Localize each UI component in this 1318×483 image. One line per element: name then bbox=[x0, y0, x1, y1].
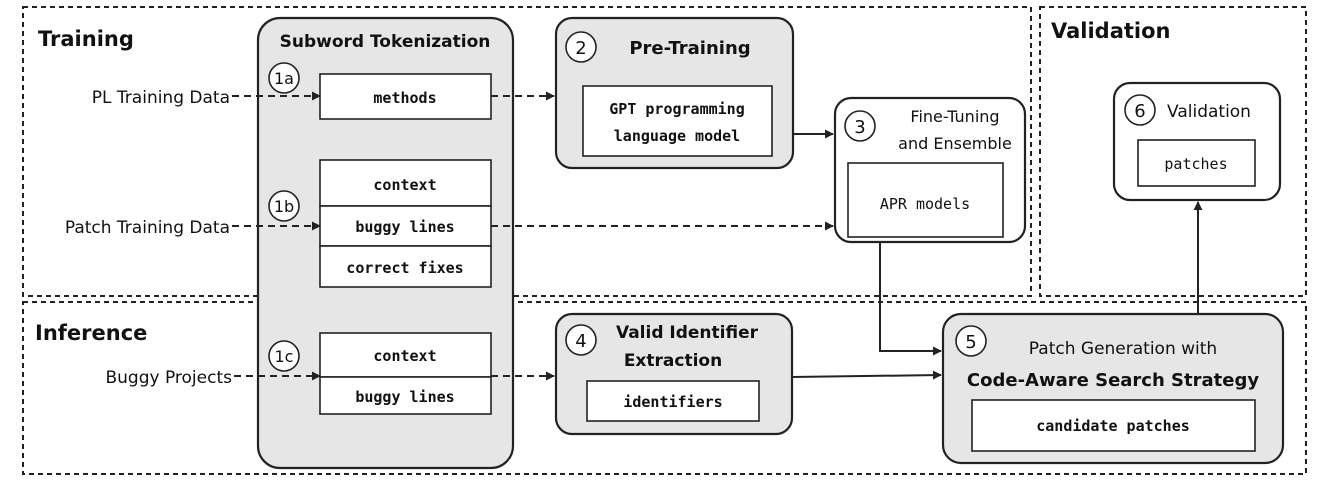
generation-title-line2: Code-Aware Search Strategy bbox=[967, 370, 1259, 391]
patches-box bbox=[1137, 139, 1256, 187]
pretraining-title: Pre-Training bbox=[629, 38, 750, 59]
step-3-circle bbox=[844, 110, 876, 142]
validation-section-frame bbox=[1039, 6, 1307, 297]
step-2-label: 2 bbox=[575, 38, 586, 59]
inference-section-frame bbox=[22, 301, 1307, 475]
inference-buggy-lines-box bbox=[319, 376, 492, 415]
context-box bbox=[319, 159, 492, 207]
validation-step-title: Validation bbox=[1167, 102, 1251, 122]
methods-box bbox=[319, 73, 492, 120]
step-5-label: 5 bbox=[965, 332, 976, 353]
identifiers-box bbox=[586, 380, 760, 422]
apr-models-box bbox=[847, 162, 1004, 238]
inference-buggy-lines-text: buggy lines bbox=[355, 388, 454, 406]
step-1b-circle bbox=[268, 190, 300, 222]
step-6-label: 6 bbox=[1134, 101, 1145, 122]
finetuning-title-line1: Fine-Tuning bbox=[910, 107, 999, 126]
methods-text: methods bbox=[373, 89, 436, 107]
patch-training-data-label: Patch Training Data bbox=[65, 218, 230, 238]
step-4-label: 4 bbox=[575, 331, 586, 352]
generation-title-line1: Patch Generation with bbox=[1029, 339, 1217, 359]
candidate-patches-box bbox=[971, 399, 1256, 452]
step-1b-label: 1b bbox=[274, 197, 294, 216]
pl-training-data-label: PL Training Data bbox=[92, 88, 230, 108]
step-1c-circle bbox=[268, 340, 300, 372]
connector-finetuning-to-generation bbox=[879, 242, 942, 356]
identifier-title-line1: Valid Identifier bbox=[616, 323, 759, 343]
connector-identifiers-to-generation bbox=[791, 370, 942, 380]
training-label: Training bbox=[38, 27, 134, 51]
step-1c-label: 1c bbox=[275, 347, 294, 366]
step-4-circle bbox=[565, 324, 597, 356]
gpt-model-box bbox=[582, 85, 773, 157]
buggy-lines-text: buggy lines bbox=[355, 218, 454, 236]
apr-models-text: APR models bbox=[880, 195, 970, 213]
context-text: context bbox=[373, 176, 436, 194]
step-6-circle bbox=[1124, 94, 1156, 126]
buggy-lines-box bbox=[319, 205, 492, 247]
validation-label: Validation bbox=[1051, 19, 1171, 43]
correct-fixes-box bbox=[319, 245, 492, 288]
gpt-model-line2: language model bbox=[614, 127, 740, 145]
identifier-title-line2: Extraction bbox=[624, 351, 722, 371]
patches-text: patches bbox=[1164, 155, 1227, 173]
identifiers-text: identifiers bbox=[623, 393, 722, 411]
training-section-frame bbox=[22, 6, 1032, 297]
step-3-label: 3 bbox=[854, 117, 865, 138]
subword-tokenization-title: Subword Tokenization bbox=[280, 32, 491, 52]
correct-fixes-text: correct fixes bbox=[346, 259, 463, 277]
gpt-model-line1: GPT programming bbox=[609, 100, 744, 118]
buggy-projects-label: Buggy Projects bbox=[105, 368, 232, 388]
finetuning-title-line2: and Ensemble bbox=[898, 134, 1012, 153]
inference-context-box bbox=[319, 332, 492, 378]
step-1a-circle bbox=[268, 62, 300, 94]
inference-label: Inference bbox=[35, 321, 147, 345]
inference-context-text: context bbox=[373, 347, 436, 365]
step-2-circle bbox=[565, 31, 597, 63]
step-1a-label: 1a bbox=[274, 69, 294, 88]
candidate-patches-text: candidate patches bbox=[1036, 417, 1190, 435]
step-5-circle bbox=[955, 325, 987, 357]
